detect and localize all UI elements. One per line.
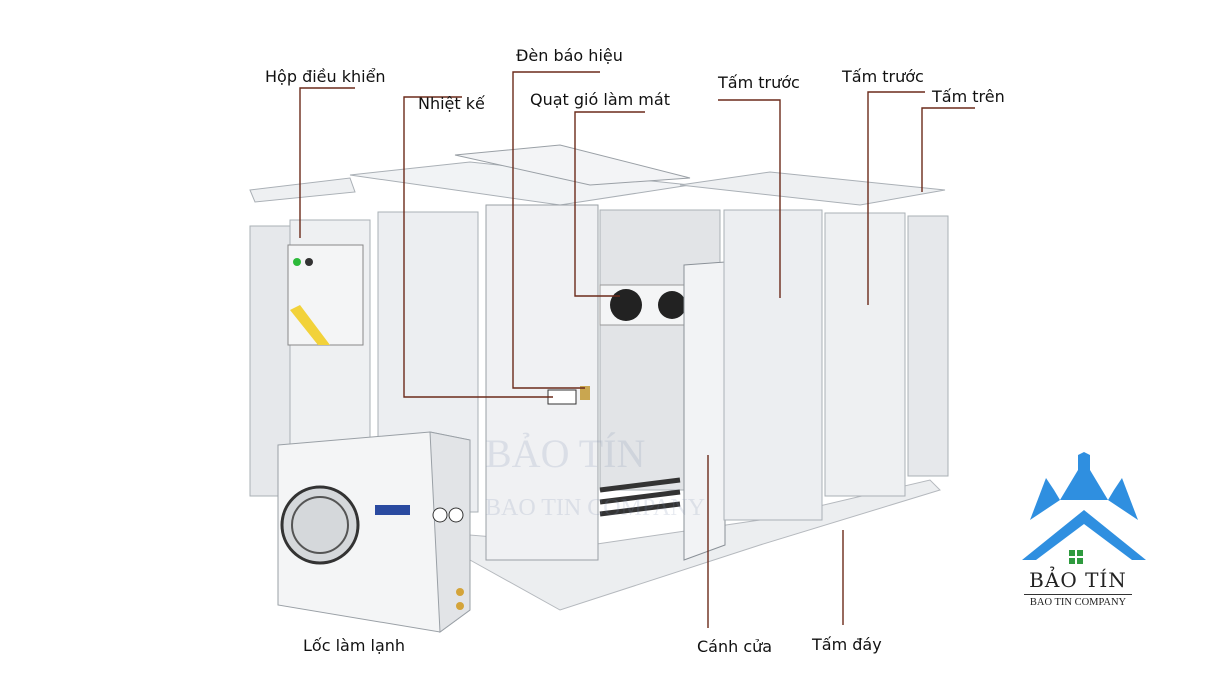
label-front-panel-1: Tấm trước xyxy=(718,73,800,92)
fan-icon xyxy=(658,291,686,319)
indicator-light-icon xyxy=(293,258,301,266)
front-panel xyxy=(824,212,906,497)
side-panel xyxy=(907,215,949,477)
logo-window-icon xyxy=(1069,550,1083,564)
label-front-panel-2: Tấm trước xyxy=(842,67,924,86)
logo-subtitle: BAO TIN COMPANY xyxy=(1029,597,1127,608)
label-top-panel: Tấm trên xyxy=(932,87,1005,106)
watermark-subtitle: BAO TIN COMPANY xyxy=(485,495,706,521)
front-panel xyxy=(723,209,823,521)
top-panel xyxy=(454,144,691,186)
floor-rack xyxy=(599,477,681,517)
watermark-brand: BẢO TÍN xyxy=(485,431,646,476)
door xyxy=(683,261,726,561)
logo-brand: BẢO TÍN xyxy=(1024,568,1132,595)
signal-light xyxy=(580,386,590,400)
label-control-box: Hộp điều khiển xyxy=(265,67,386,86)
top-panel xyxy=(249,177,356,203)
logo-building-icon xyxy=(1022,452,1146,560)
label-signal-light: Đèn báo hiệu xyxy=(516,46,623,65)
leader-lines xyxy=(299,71,975,628)
top-panel xyxy=(679,171,946,206)
label-thermometer: Nhiệt kế xyxy=(418,94,485,113)
front-panel xyxy=(485,204,599,561)
condenser-fan-icon xyxy=(280,485,360,565)
fan-icon xyxy=(610,289,642,321)
label-door: Cánh cửa xyxy=(697,637,773,656)
label-floor-panel: Tấm đáy xyxy=(812,635,882,654)
label-condensing-unit: Lốc làm lạnh xyxy=(303,636,406,655)
label-cooling-fan: Quạt gió làm mát xyxy=(530,90,670,109)
company-logo: BẢO TÍN BAO TIN COMPANY xyxy=(1018,568,1138,608)
